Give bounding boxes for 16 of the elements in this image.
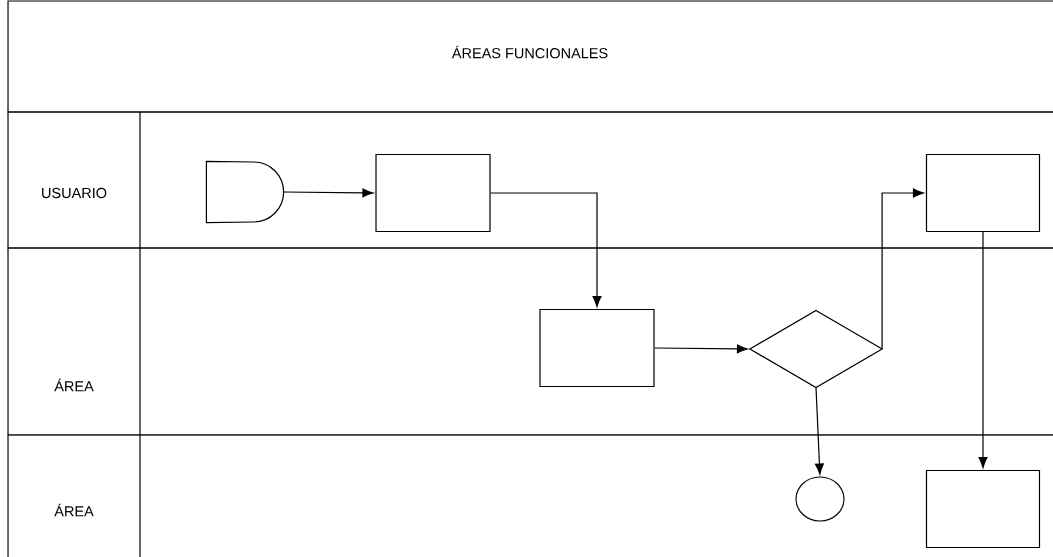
title-band: ÁREAS FUNCIONALES [7,0,1053,113]
swimlane: USUARIO [7,111,1053,249]
swimlane: ÁREA [7,434,1053,557]
arrow [814,387,824,475]
process-box [925,153,1041,233]
delay-shape [205,160,285,224]
arrow [978,231,988,469]
swimlane: ÁREA [7,247,1053,436]
process-box [925,469,1041,549]
arrow [654,344,749,354]
process-box [539,308,655,388]
process-box [375,153,491,233]
arrow [283,188,374,198]
arrow [490,192,602,308]
arrow [881,188,925,350]
connector-circle [795,476,845,522]
